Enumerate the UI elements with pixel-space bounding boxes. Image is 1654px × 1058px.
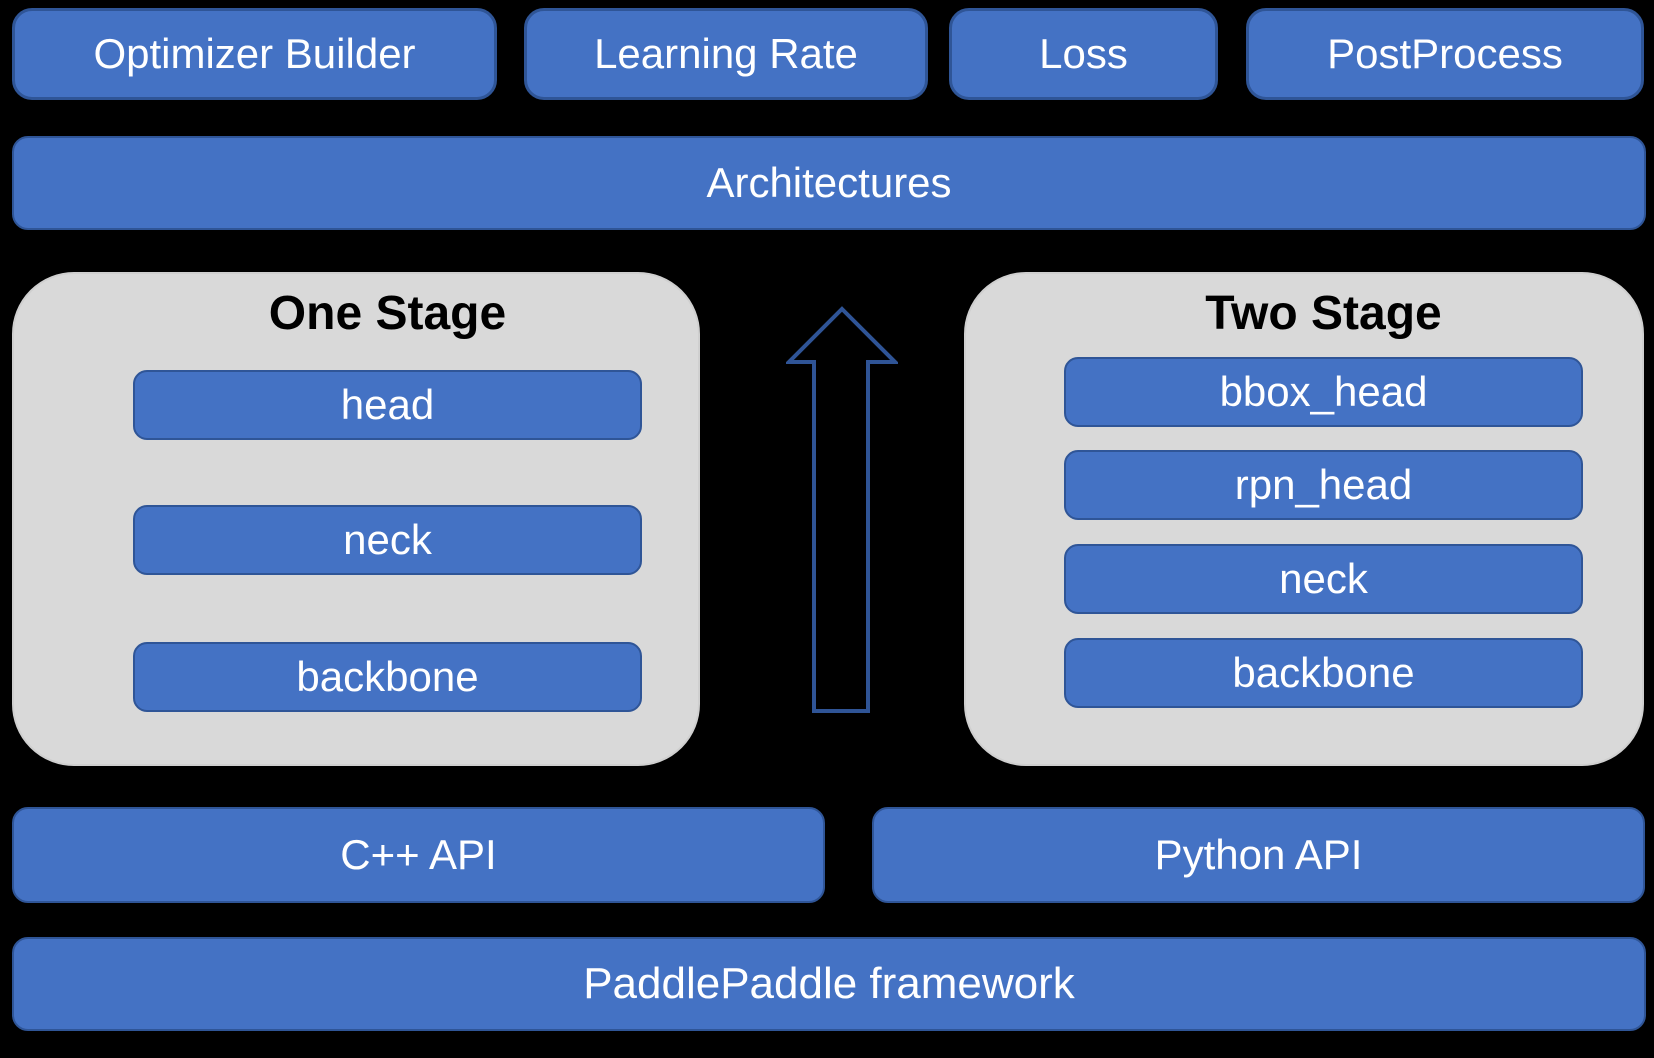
- two-stage-layer-rpn-head: rpn_head: [1064, 450, 1583, 520]
- learning-rate-block: Learning Rate: [524, 8, 928, 100]
- one-stage-title: One Stage: [268, 287, 507, 340]
- two-stage-layer-bbox-head: bbox_head: [1064, 357, 1583, 427]
- one-stage-layer-neck: neck: [133, 505, 642, 575]
- up-arrow-icon: [786, 306, 898, 713]
- cpp-api-bar: C++ API: [12, 807, 825, 903]
- two-stage-title: Two Stage: [1205, 287, 1442, 340]
- python-api-bar: Python API: [872, 807, 1645, 903]
- optimizer-builder-block: Optimizer Builder: [12, 8, 497, 100]
- one-stage-layer-backbone: backbone: [133, 642, 642, 712]
- two-stage-layer-backbone: backbone: [1064, 638, 1583, 708]
- architectures-bar: Architectures: [12, 136, 1646, 230]
- postprocess-block: PostProcess: [1246, 8, 1644, 100]
- loss-block: Loss: [949, 8, 1218, 100]
- paddlepaddle-framework-bar: PaddlePaddle framework: [12, 937, 1646, 1031]
- one-stage-layer-head: head: [133, 370, 642, 440]
- two-stage-layer-neck: neck: [1064, 544, 1583, 614]
